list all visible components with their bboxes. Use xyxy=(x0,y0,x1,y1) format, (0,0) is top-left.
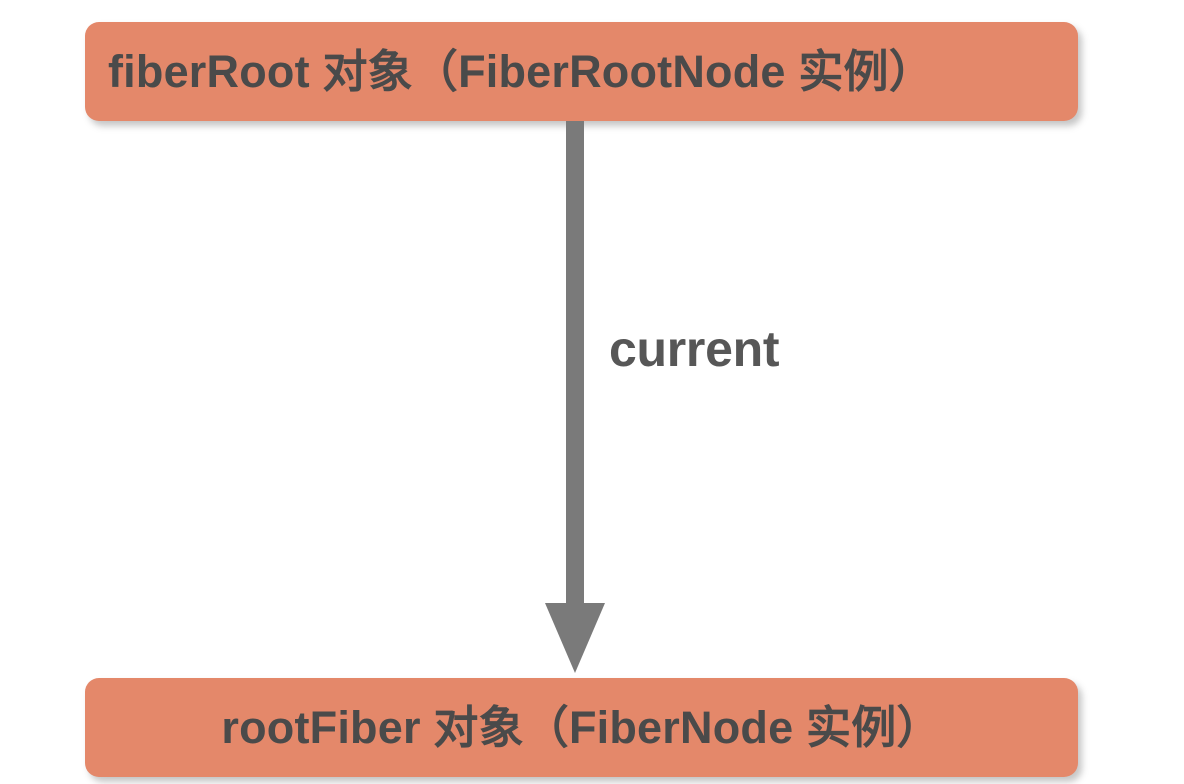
node-fiber-root[interactable]: fiberRoot 对象（FiberRootNode 实例） xyxy=(85,22,1078,121)
edge-current-label: current xyxy=(609,321,780,377)
node-root-fiber-label: rootFiber 对象（FiberNode 实例） xyxy=(221,702,942,753)
edge-current-shaft xyxy=(566,121,584,604)
node-root-fiber[interactable]: rootFiber 对象（FiberNode 实例） xyxy=(85,678,1078,777)
edge-current-arrowhead xyxy=(545,603,605,673)
node-fiber-root-label: fiberRoot 对象（FiberRootNode 实例） xyxy=(108,46,934,97)
